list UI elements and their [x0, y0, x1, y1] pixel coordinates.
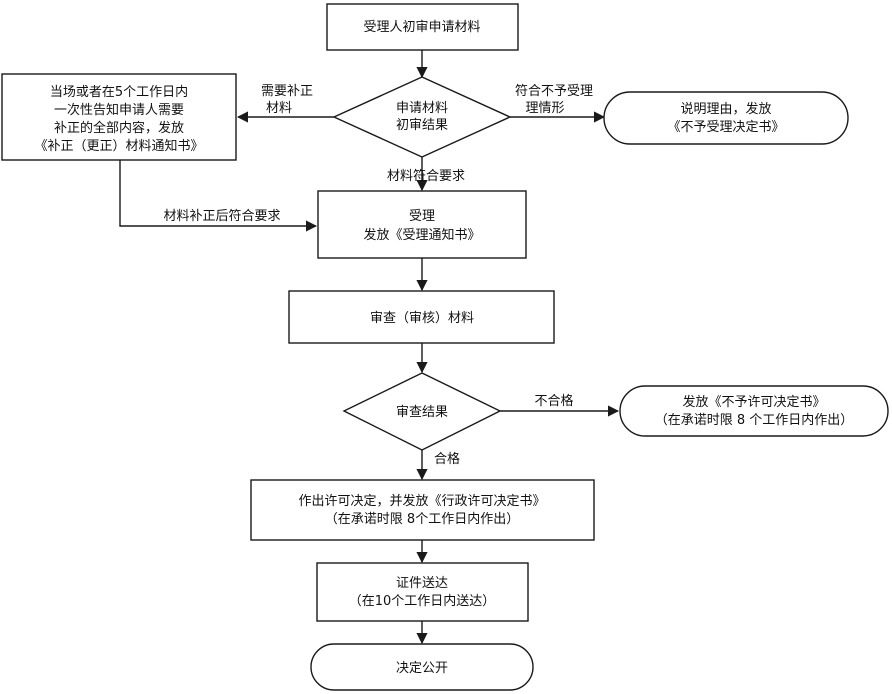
node-initial-review-label: 受理人初审申请材料 [363, 20, 480, 35]
edge-meets-requirements: 材料符合要求 [387, 168, 465, 184]
node-publish: 决定公开 [310, 643, 534, 691]
node-deny: 发放《不予许可决定书》 （在承诺时限 8 个工作日内作出） [619, 385, 889, 437]
edge-need-supplement-line-1: 需要补正 [261, 84, 313, 99]
supplement-line-4: 《补正（更正）材料通知书》 [34, 138, 203, 154]
edge-need-supplement-line-2: 材料 [266, 101, 292, 116]
edge-not-accept-line-1: 符合不予受理 [515, 83, 593, 99]
node-decision-examine: 审查结果 [342, 372, 502, 451]
deny-line-2: （在承诺时限 8 个工作日内作出） [655, 412, 854, 428]
edge-labels: 需要补正 材料 符合不予受理 理情形 材料符合要求 材料补正后符合要求 不合格 … [163, 83, 593, 467]
edge-pass: 合格 [434, 451, 460, 467]
deliver-line-2: （在10个工作日内送达） [349, 593, 496, 609]
node-accept: 受理 发放《受理通知书》 [317, 190, 527, 259]
publish-label: 决定公开 [396, 661, 448, 676]
node-initial-review: 受理人初审申请材料 [326, 3, 519, 51]
node-examine: 审查（审核）材料 [288, 290, 555, 344]
node-decision-initial: 申请材料 初审结果 [332, 76, 512, 158]
not-accept-line-1: 说明理由，发放 [680, 101, 771, 117]
decision-initial-line-2: 初审结果 [396, 118, 448, 133]
node-grant: 作出许可决定，并发放《行政许可决定书》 （在承诺时限 8个工作日内作出） [250, 479, 595, 541]
grant-line-1: 作出许可决定，并发放《行政许可决定书》 [298, 493, 545, 509]
node-supplement-notice: 当场或者在5个工作日内 一次性告知申请人需要 补正的全部内容，发放 《补正（更正… [1, 73, 237, 161]
edge-supplemented: 材料补正后符合要求 [163, 208, 280, 224]
grant-line-2: （在承诺时限 8个工作日内作出） [325, 511, 519, 527]
supplement-line-2: 一次性告知申请人需要 [54, 102, 184, 118]
accept-line-2: 发放《受理通知书》 [363, 227, 480, 243]
edge-not-accept-line-2: 理情形 [525, 101, 564, 116]
deny-line-1: 发放《不予许可决定书》 [682, 394, 825, 410]
edge-fail: 不合格 [534, 393, 573, 409]
decision-initial-line-1: 申请材料 [396, 101, 448, 116]
supplement-line-3: 补正的全部内容，发放 [54, 120, 184, 136]
arrow-supplement-to-accept [119, 160, 318, 232]
node-deliver: 证件送达 （在10个工作日内送达） [316, 562, 529, 622]
node-not-accept: 说明理由，发放 《不予受理决定书》 [603, 91, 849, 145]
supplement-line-1: 当场或者在5个工作日内 [50, 84, 188, 100]
deliver-line-1: 证件送达 [396, 576, 448, 591]
examine-label: 审查（审核）材料 [370, 311, 474, 326]
accept-line-1: 受理 [409, 209, 435, 224]
decision-examine-label: 审查结果 [396, 405, 448, 420]
not-accept-line-2: 《不予受理决定书》 [667, 120, 784, 135]
connectors [119, 50, 620, 645]
